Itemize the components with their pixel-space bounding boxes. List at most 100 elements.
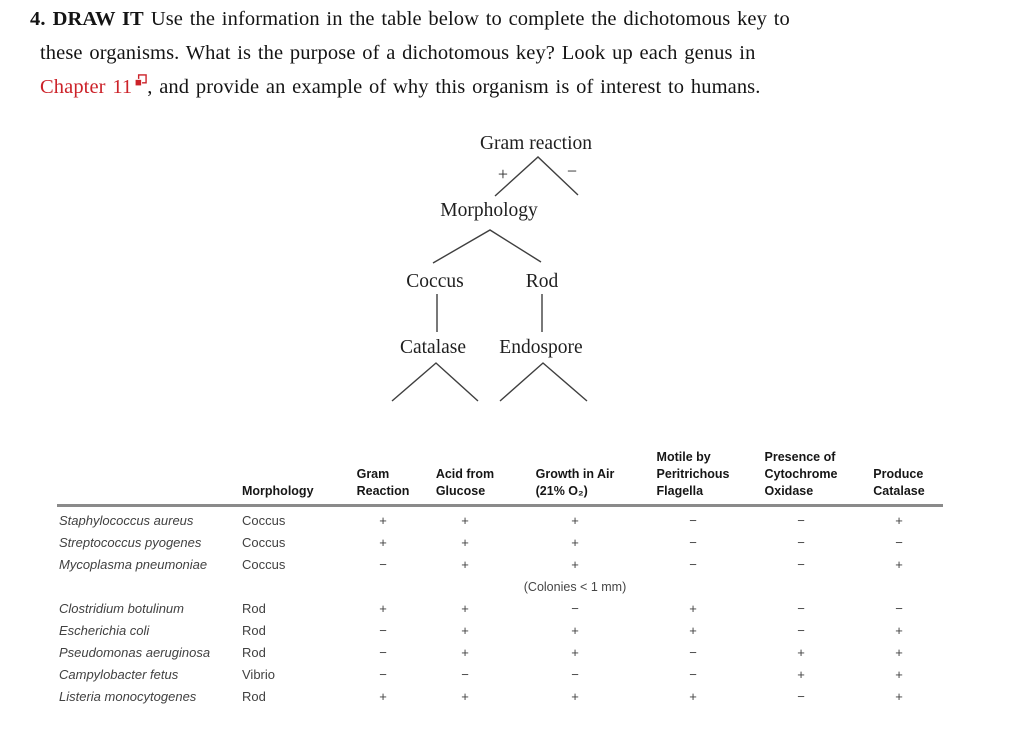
tree-node-morphology: Morphology <box>440 200 538 221</box>
cell-motile: − <box>689 645 697 660</box>
cell-morphology: Rod <box>242 623 266 638</box>
cell-motile <box>639 576 747 598</box>
chapter-link-text: Chapter 11 <box>40 76 133 98</box>
cell-gram: + <box>379 535 387 550</box>
cell-motile: − <box>689 513 697 528</box>
cell-catalase: + <box>895 667 903 682</box>
cell-oxidase: − <box>797 601 805 616</box>
table-row: Streptococcus pyogenes Coccus + + + − − − <box>57 532 943 554</box>
cell-growth: + <box>571 535 579 550</box>
tree-plus-label: + <box>498 164 508 184</box>
cell-acid: + <box>461 623 469 638</box>
cell-oxidase: − <box>797 513 805 528</box>
cell-oxidase: − <box>797 623 805 638</box>
cell-morphology: Coccus <box>242 557 286 572</box>
cell-acid: + <box>461 601 469 616</box>
question-line1-text: Use the information in the table below t… <box>150 8 790 30</box>
cell-name <box>57 576 242 598</box>
question-line-3: Chapter 11, and provide an example of wh… <box>40 70 970 104</box>
cell-growth: (Colonies < 1 mm) <box>523 580 627 594</box>
tree-branch-gram <box>494 156 579 197</box>
cell-acid <box>419 576 511 598</box>
cell-acid: + <box>461 645 469 660</box>
question-number: 4. <box>30 8 46 30</box>
dichotomous-key-diagram: Gram reaction + − Morphology Coccus Rod … <box>391 133 592 402</box>
tree-minus-label: − <box>567 161 577 181</box>
cell-name: Pseudomonas aeruginosa <box>59 645 211 660</box>
header-growth: Growth in Air(21% O₂) <box>511 449 639 507</box>
cell-growth: + <box>571 513 579 528</box>
cell-growth: + <box>571 557 579 572</box>
external-link-icon <box>134 74 148 87</box>
cell-oxidase: − <box>797 535 805 550</box>
cell-motile: − <box>689 535 697 550</box>
cell-catalase: − <box>895 535 903 550</box>
cell-growth: − <box>571 601 579 616</box>
cell-gram: − <box>379 557 387 572</box>
cell-name: Listeria monocytogenes <box>59 689 197 704</box>
question-line-2: these organisms. What is the purpose of … <box>40 42 756 64</box>
cell-oxidase: + <box>797 667 805 682</box>
cell-gram: − <box>379 667 387 682</box>
tree-node-coccus: Coccus <box>406 271 463 292</box>
question-line-1: 4. DRAW IT Use the information in the tabl… <box>30 2 970 36</box>
cell-name: Clostridium botulinum <box>59 601 184 616</box>
cell-motile: − <box>689 557 697 572</box>
cell-oxidase: − <box>797 689 805 704</box>
cell-oxidase: + <box>797 645 805 660</box>
cell-gram: + <box>379 689 387 704</box>
cell-acid: + <box>461 535 469 550</box>
cell-morphology <box>242 576 347 598</box>
cell-catalase: + <box>895 689 903 704</box>
cell-catalase: + <box>895 513 903 528</box>
header-name <box>57 449 242 507</box>
cell-morphology: Vibrio <box>242 667 276 682</box>
cell-oxidase <box>747 576 855 598</box>
cell-catalase: + <box>895 557 903 572</box>
tree-branch-morphology <box>432 229 542 264</box>
cell-morphology: Coccus <box>242 535 286 550</box>
cell-morphology: Rod <box>242 601 266 616</box>
cell-name: Staphylococcus aureus <box>59 513 194 528</box>
draw-it-label: DRAW IT <box>52 8 144 30</box>
cell-gram: − <box>379 645 387 660</box>
tree-node-catalase: Catalase <box>400 337 466 358</box>
tree-node-rod: Rod <box>526 271 559 292</box>
cell-motile: + <box>689 601 697 616</box>
cell-gram: − <box>379 623 387 638</box>
cell-name: Streptococcus pyogenes <box>59 535 202 550</box>
cell-catalase: + <box>895 645 903 660</box>
tree-branch-catalase <box>391 362 479 402</box>
cell-acid: + <box>461 557 469 572</box>
tree-node-endospore: Endospore <box>499 337 582 358</box>
cell-name: Campylobacter fetus <box>59 667 179 682</box>
cell-morphology: Rod <box>242 689 266 704</box>
header-morphology: Morphology <box>242 449 347 507</box>
cell-motile: + <box>689 689 697 704</box>
question-text: 4. DRAW IT Use the information in the tabl… <box>30 2 970 104</box>
cell-morphology: Coccus <box>242 513 286 528</box>
cell-catalase: − <box>895 601 903 616</box>
chapter-link[interactable]: Chapter 11 <box>40 74 148 98</box>
cell-gram: + <box>379 601 387 616</box>
cell-acid: − <box>461 667 469 682</box>
cell-growth: − <box>571 667 579 682</box>
cell-gram <box>347 576 419 598</box>
cell-name: Mycoplasma pneumoniae <box>59 557 208 572</box>
cell-growth: + <box>571 689 579 704</box>
cell-name: Escherichia coli <box>59 623 150 638</box>
cell-morphology: Rod <box>242 645 266 660</box>
